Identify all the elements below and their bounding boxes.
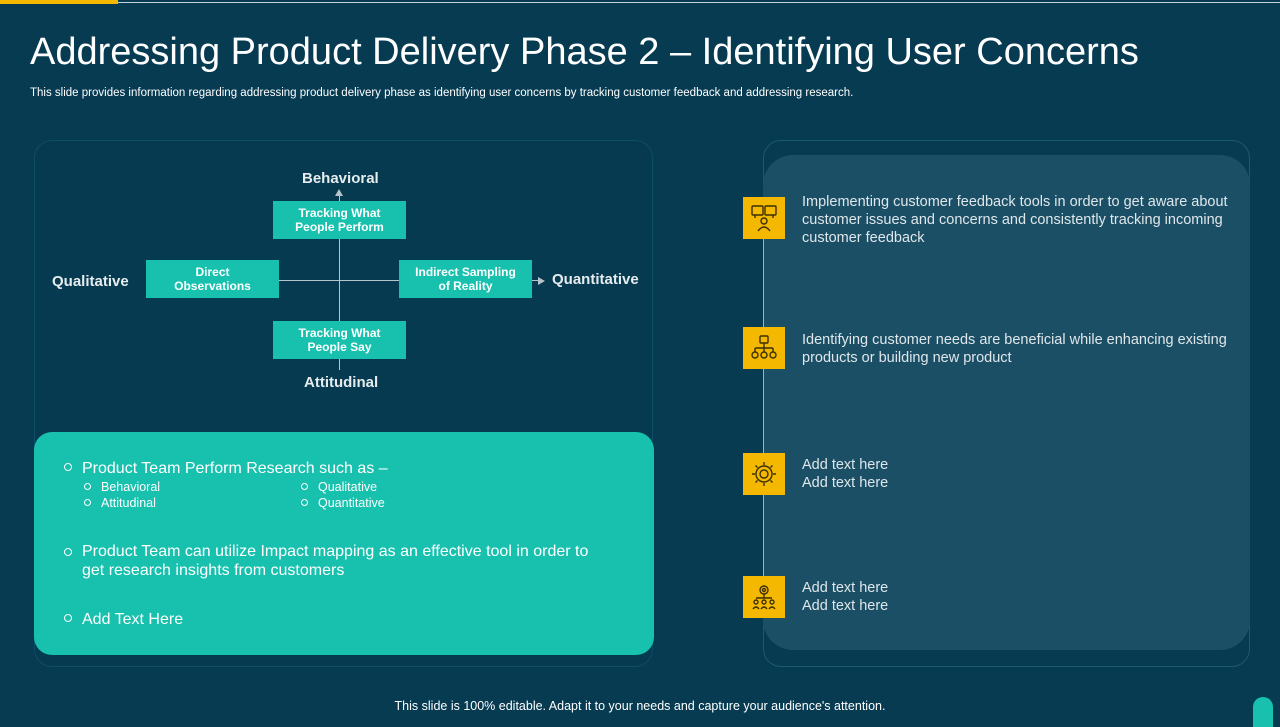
top-accent-bar	[0, 0, 118, 4]
research-bullet-1: Product Team Perform Research such as –	[64, 459, 388, 478]
page-subtitle: This slide provides information regardin…	[30, 87, 854, 99]
research-bullet-2: Product Team can utilize Impact mapping …	[64, 542, 602, 580]
bullet-circle-icon	[84, 499, 91, 506]
corner-tab	[1253, 697, 1273, 727]
bullet-circle-icon	[301, 499, 308, 506]
team-target-icon	[743, 576, 785, 618]
axis-label-behavioral: Behavioral	[302, 170, 379, 187]
sub-item-behavioral: Behavioral	[84, 480, 160, 495]
timeline-item-1-text: Implementing customer feedback tools in …	[802, 194, 1228, 246]
page-title: Addressing Product Delivery Phase 2 – Id…	[30, 31, 1139, 73]
horizontal-axis	[146, 280, 540, 281]
axis-label-quantitative: Quantitative	[552, 271, 639, 288]
feedback-tools-icon	[743, 197, 785, 239]
bullet-circle-icon	[64, 614, 72, 622]
timeline-line	[763, 210, 764, 602]
sub-item-qualitative: Qualitative	[301, 480, 377, 495]
top-rule	[118, 2, 1280, 3]
bullet-circle-icon	[64, 548, 72, 556]
timeline-item-4-text: Add text here Add text here	[802, 580, 889, 614]
research-card	[34, 432, 654, 655]
vertical-axis	[339, 194, 340, 370]
bullet-circle-icon	[84, 483, 91, 490]
bullet-2-text: Product Team can utilize Impact mapping …	[82, 543, 589, 579]
box-tracking-perform: Tracking What People Perform	[273, 201, 406, 239]
research-bullet-3: Add Text Here	[64, 610, 183, 629]
bullet-circle-icon	[301, 483, 308, 490]
bullet-circle-icon	[64, 463, 72, 471]
bullet-1-text: Product Team Perform Research such as –	[82, 460, 388, 477]
box-indirect-sampling: Indirect Sampling of Reality	[399, 260, 532, 298]
sub-item-quantitative: Quantitative	[301, 496, 385, 511]
timeline-item-3-text: Add text here Add text here	[802, 457, 889, 491]
timeline-panel	[763, 155, 1250, 650]
hierarchy-icon	[743, 327, 785, 369]
axis-arrow-right-icon	[538, 277, 545, 285]
box-tracking-say: Tracking What People Say	[273, 321, 406, 359]
box-direct-observations: Direct Observations	[146, 260, 279, 298]
axis-label-qualitative: Qualitative	[52, 273, 129, 290]
footer-note: This slide is 100% editable. Adapt it to…	[394, 699, 886, 713]
axis-arrow-up-icon	[335, 189, 343, 196]
sub-item-attitudinal: Attitudinal	[84, 496, 156, 511]
timeline-item-2-text: Identifying customer needs are beneficia…	[802, 332, 1227, 366]
bullet-3-text: Add Text Here	[82, 611, 184, 628]
gear-bulb-icon	[743, 453, 785, 495]
axis-label-attitudinal: Attitudinal	[304, 374, 379, 391]
